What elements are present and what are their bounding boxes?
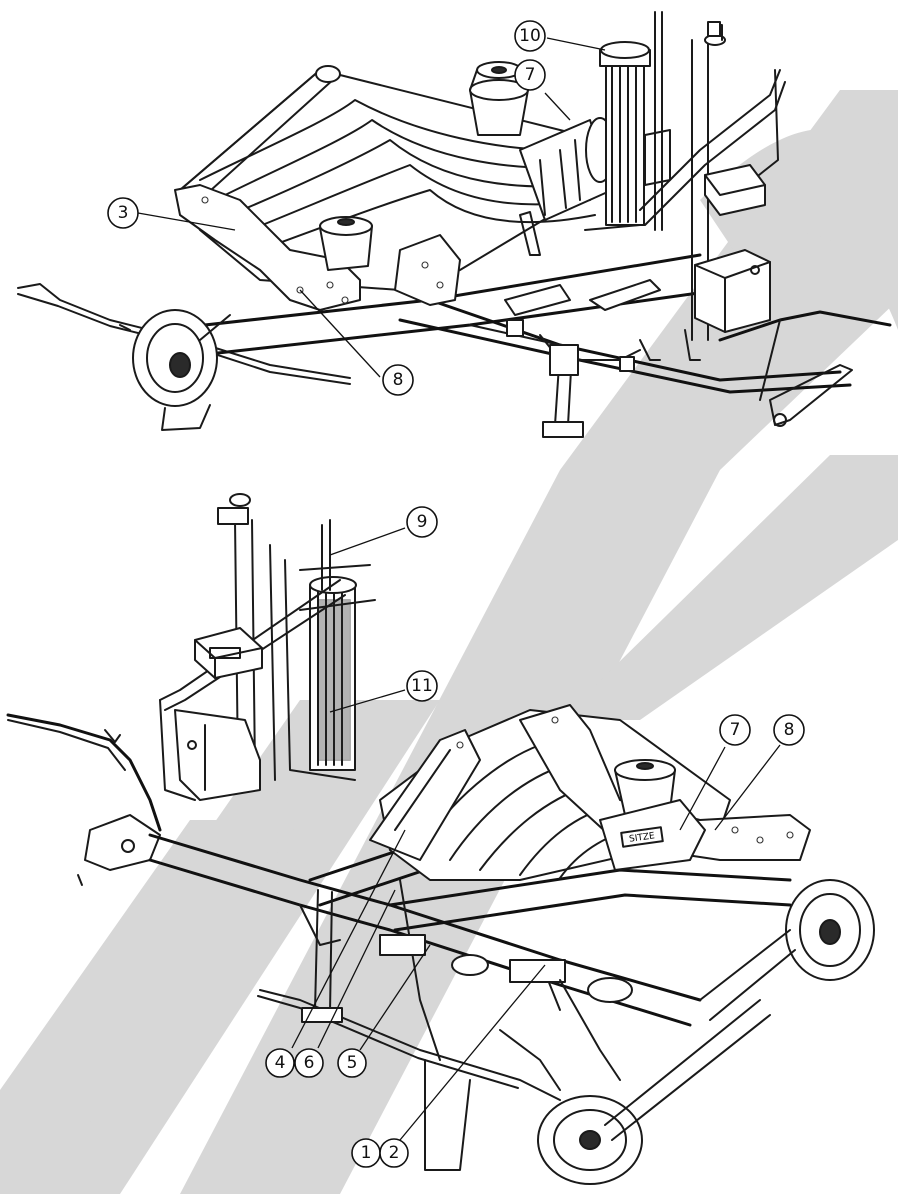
svg-text:2: 2 <box>389 1143 400 1163</box>
callout-1: 1 <box>351 1138 381 1168</box>
callout-6: 6 <box>294 1048 324 1078</box>
svg-text:6: 6 <box>304 1053 315 1073</box>
svg-text:8: 8 <box>393 370 404 390</box>
machine-plate-text: SITZE <box>629 831 656 845</box>
callout-11: 11 <box>406 670 438 702</box>
svg-text:7: 7 <box>525 65 536 85</box>
leader-lines <box>137 37 781 1141</box>
callout-3: 3 <box>107 197 139 229</box>
svg-text:3: 3 <box>118 203 129 223</box>
callout-2: 2 <box>379 1138 409 1168</box>
callout-4: 4 <box>265 1048 295 1078</box>
svg-text:4: 4 <box>275 1053 286 1073</box>
svg-text:5: 5 <box>347 1053 358 1073</box>
svg-text:1: 1 <box>361 1143 372 1163</box>
callouts: 10 7 3 8 9 11 7 8 <box>107 20 805 1168</box>
callout-8-top: 8 <box>382 364 414 396</box>
callout-10: 10 <box>514 20 546 52</box>
callout-9: 9 <box>406 506 438 538</box>
top-machine <box>17 11 892 438</box>
svg-text:10: 10 <box>519 26 541 46</box>
svg-text:8: 8 <box>784 720 795 740</box>
callout-5: 5 <box>337 1048 367 1078</box>
callout-8-bottom: 8 <box>773 714 805 746</box>
callout-7-bottom: 7 <box>719 714 751 746</box>
callout-7-top: 7 <box>514 59 546 91</box>
svg-text:9: 9 <box>417 512 428 532</box>
bottom-machine: SITZE <box>6 493 875 1185</box>
svg-text:11: 11 <box>411 676 433 696</box>
svg-text:7: 7 <box>730 720 741 740</box>
